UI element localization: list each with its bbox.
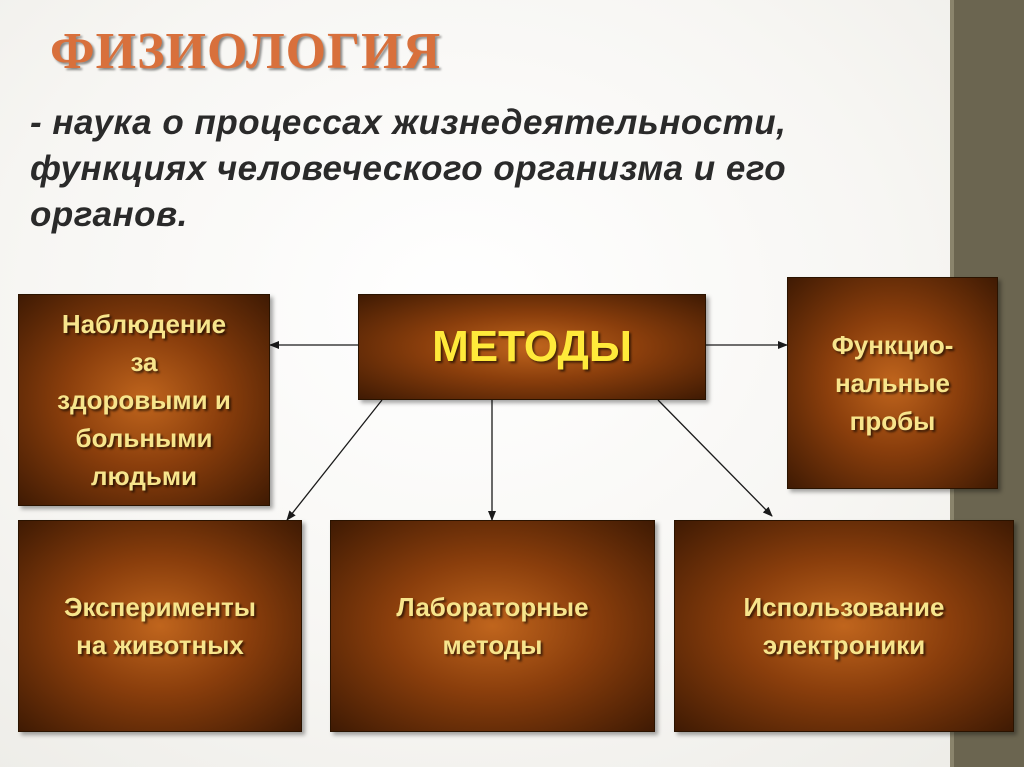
laboratory-label: Лабораторные методы: [396, 592, 589, 660]
laboratory-box: Лабораторные методы: [330, 520, 655, 732]
methods-label: МЕТОДЫ: [432, 322, 632, 371]
definition-text: - наука о процессах жизнедеятельности, ф…: [30, 103, 787, 234]
slide-title: ФИЗИОЛОГИЯ: [50, 23, 442, 80]
electronics-label: Использование электроники: [743, 592, 945, 660]
observation-box: Наблюдение за здоровыми и больными людьм…: [18, 294, 270, 506]
animal-experiments-box: Эксперименты на животных: [18, 520, 302, 732]
functional-tests-box: Функцио- нальные пробы: [787, 277, 998, 489]
animal-experiments-label: Эксперименты на животных: [64, 592, 256, 660]
electronics-box: Использование электроники: [674, 520, 1014, 732]
methods-box: МЕТОДЫ: [358, 294, 706, 400]
observation-label: Наблюдение за здоровыми и больными людьм…: [57, 309, 231, 491]
functional-tests-label: Функцио- нальные пробы: [831, 330, 954, 436]
